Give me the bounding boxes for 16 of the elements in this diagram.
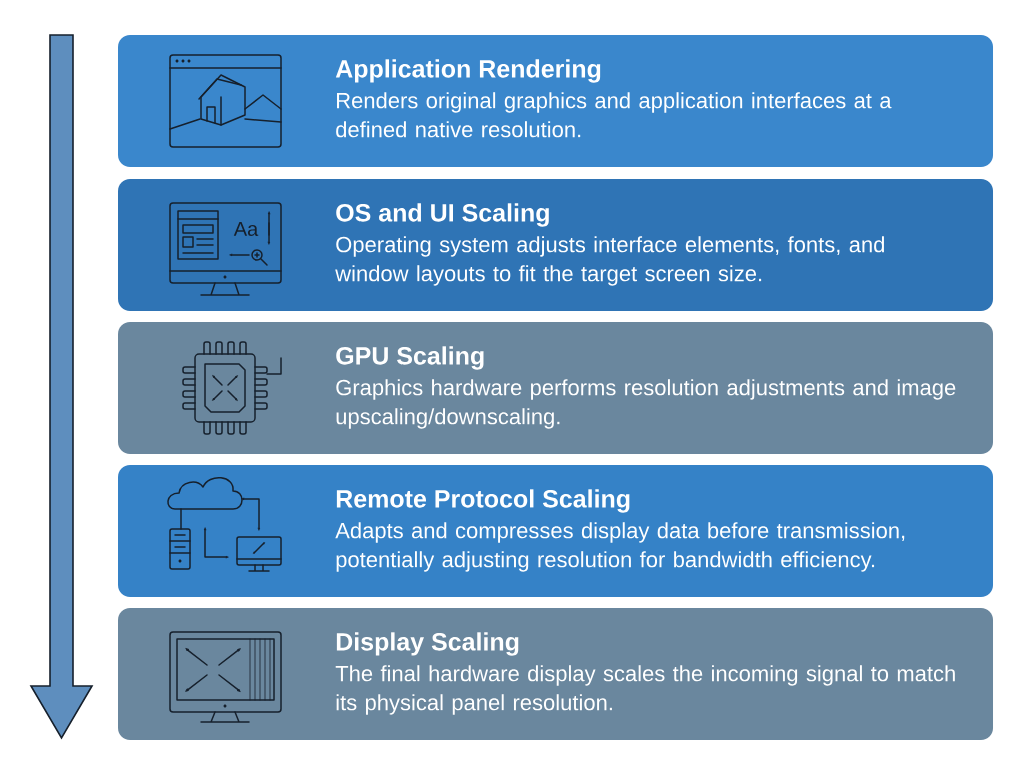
icon-letter: Aa [233, 222, 259, 236]
stage-title: Application Rendering [335, 59, 601, 83]
stage-description: Graphics hardware performs resolution adjustments and image upscaling/downscaling. [336, 379, 956, 429]
stage-title: Remote Protocol Scaling [336, 489, 630, 513]
stage-box [118, 179, 993, 311]
stage-description: Renders original graphics and application interfaces at a defined native resolution. [336, 92, 892, 138]
stage-title: Display Scaling [336, 632, 519, 656]
stage-title: OS and UI Scaling [336, 203, 549, 227]
stage-box [118, 608, 993, 740]
stage-box [118, 322, 993, 454]
stage-title: GPU Scaling [336, 346, 484, 370]
stage-box [118, 465, 993, 597]
stage-description: The final hardware display scales the incoming signal to match its physical panel resolution. [335, 665, 955, 715]
stage-box [118, 35, 993, 167]
stage-description: Adapts and compresses display data before transmission, potentially adjusting resolution for bandwidth efficiency. [335, 522, 905, 572]
stage-description: Operating system adjusts interface elements, fonts, and window layouts to fit the target screen size. [335, 236, 884, 286]
